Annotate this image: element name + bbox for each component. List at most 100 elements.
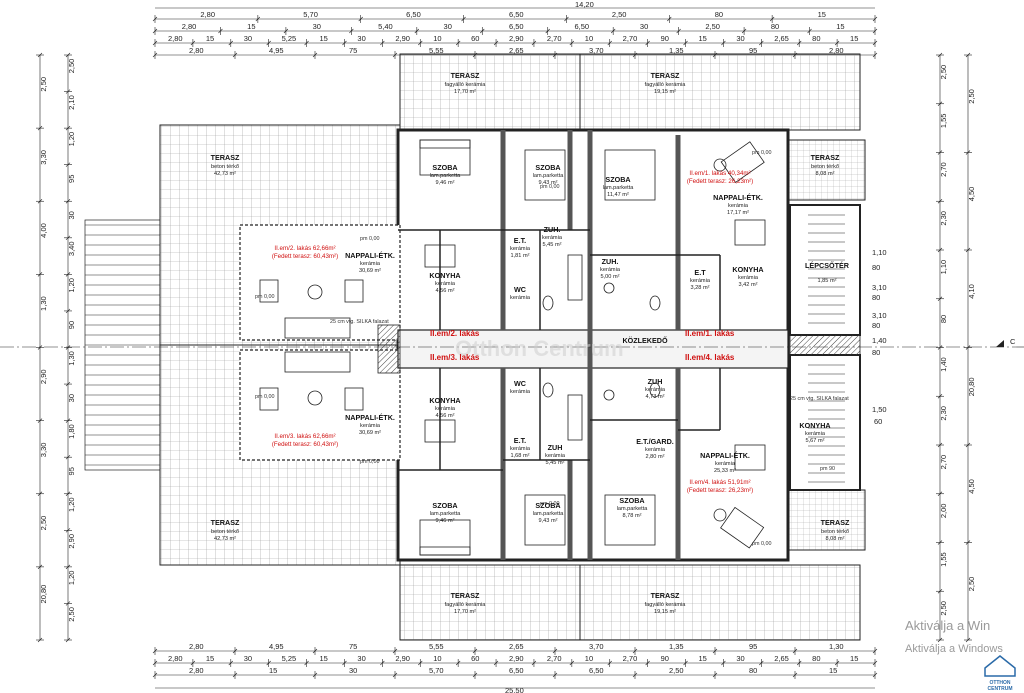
stair-dimension: 80 <box>872 263 880 272</box>
right-inner-label: 2,30 <box>939 406 948 421</box>
bottom-row1-label: 1,30 <box>829 642 844 651</box>
bottom-row2-label: 5,25 <box>282 654 297 663</box>
room-name: KONYHA <box>429 271 460 280</box>
top-row2-label: 30 <box>640 22 648 31</box>
left-outer-label: 2,50 <box>39 516 48 531</box>
room-name: E.T <box>694 268 706 277</box>
room-area: 9,43 m² <box>539 180 558 186</box>
room-material: kerámia <box>545 453 566 459</box>
room-name: SZOBA <box>619 496 644 505</box>
room-material: kerámia <box>645 387 666 393</box>
stair-dimension: 80 <box>872 293 880 302</box>
room-name: ZUH. <box>544 225 561 234</box>
bottom-row3-label: 2,80 <box>189 666 204 675</box>
bottom-row1-label: 2,80 <box>189 642 204 651</box>
svg-text:CENTRUM: CENTRUM <box>988 686 1013 692</box>
apartment-area: II.em/2. lakás 62,66m² <box>274 245 335 252</box>
room-material: kerámia <box>360 423 381 429</box>
top-row2-label: 30 <box>313 22 321 31</box>
terrace-material: fagyálló kerámia <box>445 602 487 608</box>
apartment-tag: II.em/4. lakás <box>685 353 735 362</box>
top-row2-label: 15 <box>836 22 844 31</box>
top-row4-label: 75 <box>349 46 357 55</box>
room-name: NAPPALI-ÉTK. <box>345 251 395 260</box>
bottom-row3-label: 6,50 <box>589 666 604 675</box>
room-name: KONYHA <box>429 396 460 405</box>
room-name: SZOBA <box>605 175 630 184</box>
floor-level-note: pm 90 <box>820 466 835 472</box>
bottom-row2-label: 15 <box>850 654 858 663</box>
bottom-row3-label: 5,70 <box>429 666 444 675</box>
left-inner-label: 2,50 <box>67 607 76 622</box>
room-name: E.T. <box>514 436 526 445</box>
bottom-row1-label: 95 <box>749 642 757 651</box>
wall-note: 25 cm vtg. SILKA falazat <box>330 319 389 325</box>
apartment-covered-terrace: (Fedett terasz: 26,23m²) <box>687 178 753 185</box>
terrace-material: beton térkő <box>211 529 239 535</box>
apartment-covered-terrace: (Fedett terasz: 60,43m²) <box>272 253 338 260</box>
bottom-total-dimension: 25,50 <box>505 686 524 693</box>
stair-dimension: 3,10 <box>872 311 887 320</box>
floor-level-note: pm 0,00 <box>360 459 379 465</box>
stair-dimension: 1,40 <box>872 336 887 345</box>
terrace-area: 19,15 m² <box>654 89 676 95</box>
room-name: LÉPCSŐTÉR <box>805 261 850 270</box>
stair-dimension: 3,10 <box>872 283 887 292</box>
left-outer-label: 4,00 <box>39 223 48 238</box>
left-outer-label: 20,80 <box>39 585 48 604</box>
house-logo-icon <box>984 655 1016 677</box>
terrace-material: beton térkő <box>211 164 239 170</box>
top-row4-label: 2,65 <box>509 46 524 55</box>
furniture <box>259 139 766 556</box>
terrace-title: TERASZ <box>821 518 850 527</box>
top-total-dimension: 14,20 <box>575 0 594 9</box>
top-row3-label: 30 <box>244 34 252 43</box>
stair-dimension: 80 <box>872 321 880 330</box>
top-row3-label: 2,90 <box>509 34 524 43</box>
top-row1-label: 2,50 <box>612 10 627 19</box>
stair-dimension: 80 <box>872 348 880 357</box>
room-area: 4,56 m² <box>436 413 455 419</box>
bottom-row1-label: 1,35 <box>669 642 684 651</box>
stairwell <box>789 204 861 336</box>
room-material: kerámia <box>542 235 563 241</box>
apartment-tag: II.em/2. lakás <box>430 329 480 338</box>
top-row3-label: 2,70 <box>547 34 562 43</box>
apartment-covered-terrace: (Fedett terasz: 26,23m²) <box>687 487 753 494</box>
room-name: NAPPALI-ÉTK. <box>700 451 750 460</box>
left-inner-label: 1,20 <box>67 571 76 586</box>
apartment-tag: II.em/3. lakás <box>430 353 480 362</box>
left-inner-label: 95 <box>67 467 76 475</box>
top-row3-label: 30 <box>736 34 744 43</box>
left-outer-label: 2,50 <box>39 77 48 92</box>
top-row1-label: 6,50 <box>509 10 524 19</box>
right-inner-label: 1,10 <box>939 260 948 275</box>
side-dimension: 60 <box>874 417 882 426</box>
terrace-title: TERASZ <box>651 71 680 80</box>
room-material: kerámia <box>645 447 666 453</box>
room-area: 3,28 m² <box>691 285 710 291</box>
bottom-row1-label: 5,55 <box>429 642 444 651</box>
room-area: 4,56 m² <box>436 288 455 294</box>
right-inner-label: 2,50 <box>939 65 948 80</box>
terrace-area: 8,08 m² <box>816 171 835 177</box>
room-name: SZOBA <box>535 163 560 172</box>
room-name: WC <box>514 379 526 388</box>
bottom-row2-label: 2,70 <box>547 654 562 663</box>
activate-windows-line1: Aktiválja a Win <box>905 618 990 633</box>
left-outer-label: 2,90 <box>39 369 48 384</box>
left-inner-label: 1,20 <box>67 132 76 147</box>
bottom-row2-label: 60 <box>471 654 479 663</box>
bottom-row2-label: 2,65 <box>774 654 789 663</box>
dimension-lines <box>36 7 972 689</box>
top-row3-label: 15 <box>320 34 328 43</box>
room-material: lam.parketta <box>603 185 635 191</box>
left-outer-label: 3,30 <box>39 150 48 165</box>
top-row3-label: 5,25 <box>282 34 297 43</box>
bottom-row2-label: 15 <box>320 654 328 663</box>
bottom-row2-label: 15 <box>206 654 214 663</box>
terrace-top-left <box>399 53 581 131</box>
bottom-row2-label: 15 <box>698 654 706 663</box>
